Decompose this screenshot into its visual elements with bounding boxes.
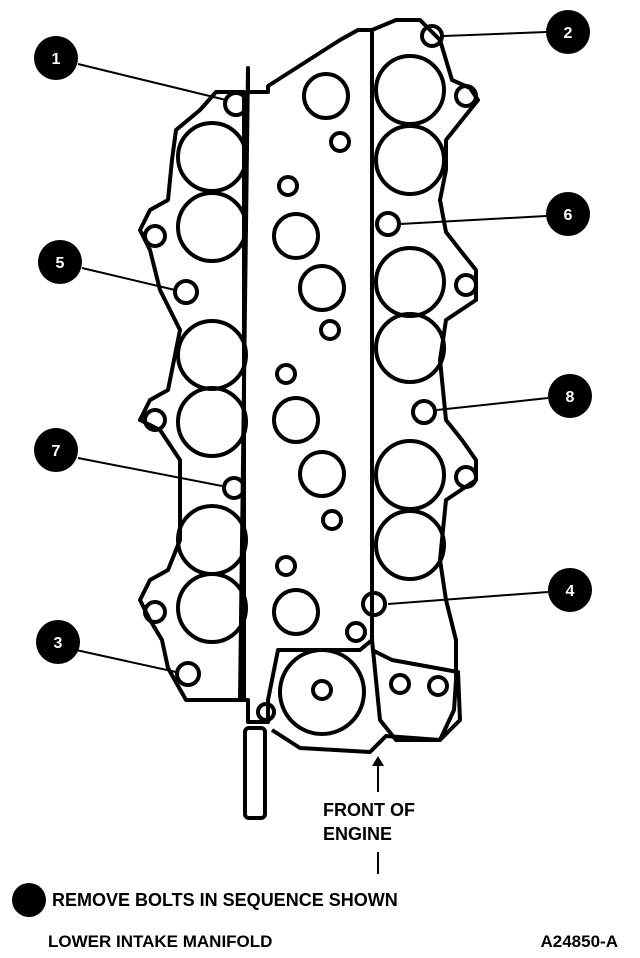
svg-text:3: 3 xyxy=(54,635,63,652)
caption-code: A24850-A xyxy=(540,932,619,951)
left-runner-block xyxy=(138,90,246,702)
callout-5: 5 xyxy=(38,240,82,284)
caption-title: LOWER INTAKE MANIFOLD xyxy=(48,932,273,951)
thermostat-housing xyxy=(278,648,366,736)
front-label-line-1: FRONT OF xyxy=(323,800,415,820)
manifold-body xyxy=(238,28,374,724)
callout-1: 1 xyxy=(34,36,78,80)
svg-text:2: 2 xyxy=(564,25,573,42)
front-label-line-2: ENGINE xyxy=(323,824,393,844)
legend: REMOVE BOLTS IN SEQUENCE SHOWN xyxy=(12,878,398,922)
svg-text:4: 4 xyxy=(566,583,575,600)
svg-text:6: 6 xyxy=(564,207,573,224)
callout-7: 7 xyxy=(34,428,78,472)
front-plate xyxy=(270,648,462,754)
svg-text:5: 5 xyxy=(56,255,65,272)
legend-text: REMOVE BOLTS IN SEQUENCE SHOWN xyxy=(52,889,398,910)
callout-4: 4 xyxy=(548,568,592,612)
callout-6: 6 xyxy=(546,192,590,236)
leader-lines xyxy=(75,31,549,874)
front-arrow xyxy=(372,756,384,766)
svg-text:1: 1 xyxy=(52,51,61,68)
svg-text:8: 8 xyxy=(566,389,575,406)
svg-text:7: 7 xyxy=(52,443,61,460)
callout-3: 3 xyxy=(36,620,80,664)
front-of-engine-label: FRONT OF ENGINE xyxy=(323,798,415,846)
callout-8: 8 xyxy=(548,374,592,418)
legend-bullet-icon xyxy=(12,883,46,917)
pcv-tube xyxy=(243,726,267,820)
callout-2: 2 xyxy=(546,10,590,54)
